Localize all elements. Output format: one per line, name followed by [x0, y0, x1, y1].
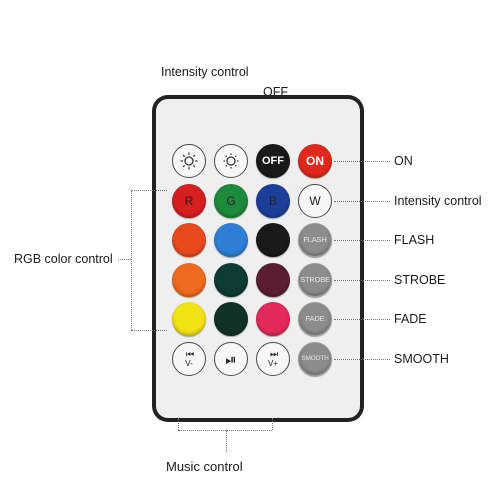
music-bracket-left — [178, 418, 179, 430]
yellow-button[interactable] — [172, 302, 206, 336]
dark-teal-button[interactable] — [214, 263, 248, 297]
on-button-label: ON — [306, 154, 324, 168]
intensity-control-right-label: Intensity control — [394, 194, 482, 208]
sun-plus-icon — [180, 152, 198, 170]
on-label: ON — [394, 154, 413, 168]
brightness-up-button[interactable] — [172, 144, 206, 178]
fade-button-label: FADE — [305, 314, 325, 324]
music-bracket-line — [178, 430, 272, 431]
fade-label: FADE — [394, 312, 427, 326]
flash-label: FLASH — [394, 233, 435, 247]
smooth-label: SMOOTH — [394, 352, 449, 366]
music-bracket-right — [272, 418, 273, 430]
music-bracket-leader — [226, 430, 227, 452]
orange-red-button[interactable] — [172, 223, 206, 257]
black-button[interactable] — [256, 223, 290, 257]
red-button[interactable]: R — [172, 184, 206, 218]
strobe-leader — [334, 280, 390, 281]
pink-button[interactable] — [256, 302, 290, 336]
rgb-color-control-label: RGB color control — [14, 252, 113, 266]
flash-button[interactable]: FLASH — [298, 223, 332, 257]
flash-leader — [334, 240, 390, 241]
previous-volume-down-button[interactable]: ⏮ V- — [172, 342, 206, 376]
intensity-control-top-label: Intensity control — [161, 65, 249, 79]
previous-icon: ⏮ — [185, 349, 194, 359]
on-button[interactable]: ON — [298, 144, 332, 178]
strobe-button-label: STROBE — [300, 275, 330, 285]
rgb-bracket-leader — [118, 259, 131, 260]
off-button[interactable]: OFF — [256, 144, 290, 178]
next-icon: ⏭ — [269, 349, 278, 359]
smooth-leader — [334, 359, 390, 360]
smooth-button[interactable]: SMOOTH — [298, 342, 332, 376]
sun-minus-icon — [223, 153, 239, 169]
strobe-button[interactable]: STROBE — [298, 263, 332, 297]
strobe-label: STROBE — [394, 273, 446, 287]
fade-leader — [334, 319, 390, 320]
dark-purple-button[interactable] — [256, 263, 290, 297]
music-control-label: Music control — [166, 459, 243, 474]
play-pause-icon: ⏯ — [225, 351, 237, 367]
green-button[interactable]: G — [214, 184, 248, 218]
red-button-label: R — [184, 194, 194, 208]
blue-button-label: B — [268, 194, 277, 208]
next-volume-up-button[interactable]: ⏭ V+ — [256, 342, 290, 376]
play-pause-button[interactable]: ⏯ — [214, 342, 248, 376]
brightness-down-button[interactable] — [214, 144, 248, 178]
rgb-bracket-top — [131, 190, 167, 191]
rgb-bracket-bottom — [131, 330, 167, 331]
volume-down-label: V- — [185, 359, 193, 368]
blue-button[interactable]: B — [256, 184, 290, 218]
white-button-label: W — [309, 194, 321, 208]
intensity-right-leader-line — [334, 201, 390, 202]
orange-button[interactable] — [172, 263, 206, 297]
on-leader — [334, 161, 390, 162]
smooth-button-label: SMOOTH — [301, 354, 329, 362]
green-button-label: G — [226, 194, 236, 208]
sky-blue-button[interactable] — [214, 223, 248, 257]
volume-up-label: V+ — [267, 359, 278, 368]
rgb-bracket-vertical — [131, 190, 132, 330]
dark-green-button[interactable] — [214, 302, 248, 336]
off-button-label: OFF — [262, 154, 284, 167]
flash-button-label: FLASH — [303, 235, 327, 245]
white-button[interactable]: W — [298, 184, 332, 218]
fade-button[interactable]: FADE — [298, 302, 332, 336]
